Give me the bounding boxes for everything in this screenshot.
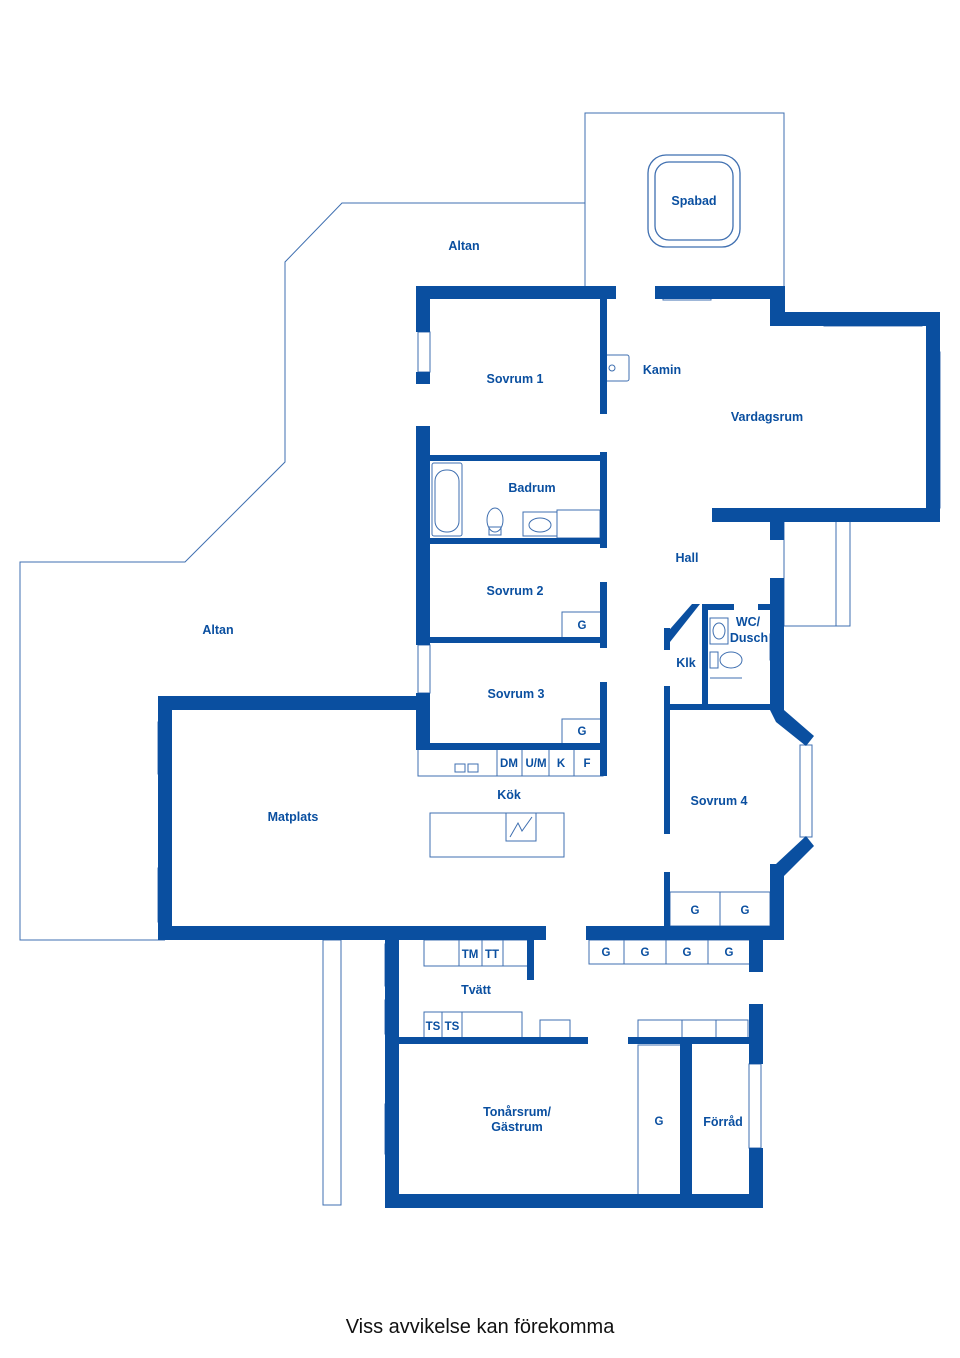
label-kok: Kök [497, 788, 521, 802]
label-sovrum-3: Sovrum 3 [488, 687, 545, 701]
windows [157, 287, 941, 1155]
label-sovrum-1: Sovrum 1 [487, 372, 544, 386]
label-forrad: Förråd [703, 1115, 743, 1129]
laundry-units [423, 939, 571, 1039]
label-tt: TT [485, 949, 499, 961]
label-matplats: Matplats [268, 810, 319, 824]
label-k: K [557, 758, 566, 770]
label-altan-left: Altan [202, 623, 233, 637]
label-sovrum-2: Sovrum 2 [487, 584, 544, 598]
label-sovrum-4: Sovrum 4 [691, 794, 748, 808]
label-badrum: Badrum [508, 481, 555, 495]
label-g: G [578, 726, 587, 738]
disclaimer-caption: Viss avvikelse kan förekomma [345, 1316, 615, 1338]
label-spabad: Spabad [671, 194, 716, 208]
label-g: G [683, 947, 692, 959]
spa-bath [647, 154, 741, 248]
label-ts: TS [445, 1021, 460, 1033]
label-g: G [691, 905, 700, 917]
label-g: G [741, 905, 750, 917]
label-g: G [655, 1116, 664, 1128]
label-wc: WC/ [736, 615, 761, 629]
label-vardagsrum: Vardagsrum [731, 410, 803, 424]
label-dm: DM [500, 758, 518, 770]
label-f: F [583, 758, 590, 770]
label-g: G [578, 620, 587, 632]
label-tvatt: Tvätt [461, 983, 492, 997]
label-g: G [602, 947, 611, 959]
label-dusch: Dusch [730, 631, 768, 645]
walls [158, 286, 940, 1208]
label-gastrum: Gästrum [491, 1120, 542, 1134]
fixture-labels: G G DM U/M K F G G G G G G TM TT TS TS G [426, 620, 750, 1128]
label-um: U/M [525, 758, 546, 770]
label-g: G [725, 947, 734, 959]
room-labels: Spabad Altan Altan Sovrum 1 Kamin Vardag… [202, 194, 803, 1134]
label-tm: TM [462, 949, 479, 961]
bathroom-fixtures [431, 354, 743, 679]
label-ts: TS [426, 1021, 441, 1033]
label-kamin: Kamin [643, 363, 681, 377]
label-g: G [641, 947, 650, 959]
label-klk: Klk [676, 656, 696, 670]
label-tonarsrum: Tonårsrum/ [483, 1105, 551, 1119]
label-altan-top: Altan [448, 239, 479, 253]
label-hall: Hall [676, 551, 699, 565]
